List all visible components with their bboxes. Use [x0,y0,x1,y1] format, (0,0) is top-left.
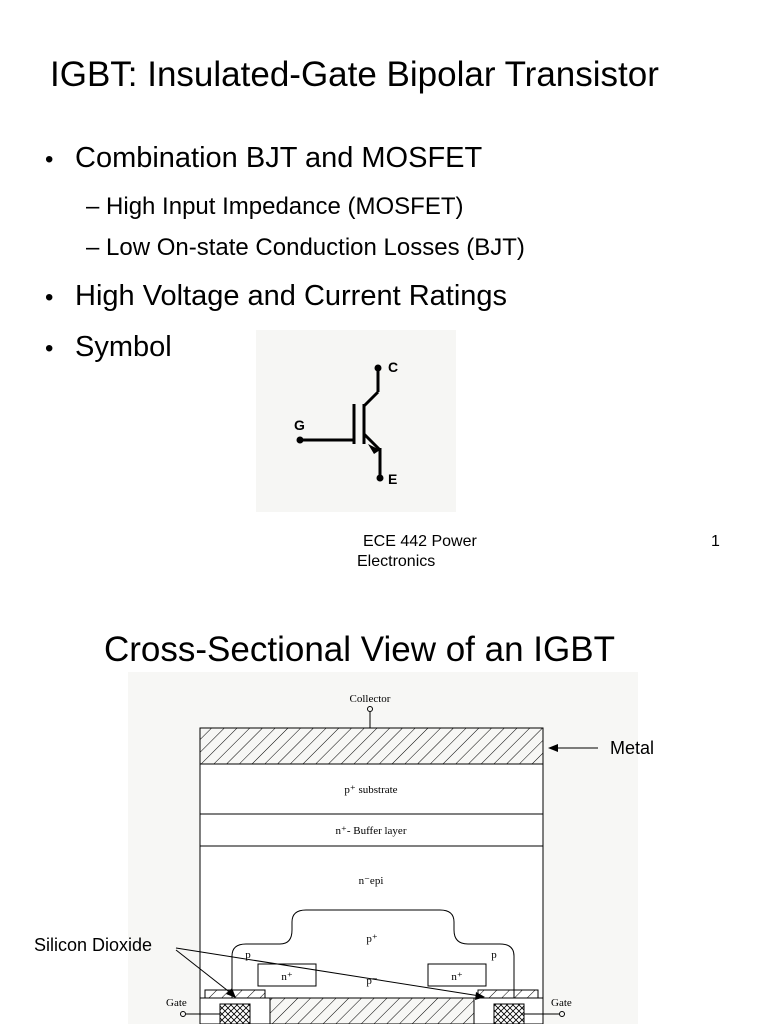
emitter-diagonal [362,432,382,452]
bullet-ratings: • High Voltage and Current Ratings [45,280,507,313]
p-right-label: p [491,949,497,961]
sio2-callout-arrow-1 [226,988,236,998]
metal-callout-arrow [548,744,558,752]
footer-course-line2: Electronics [357,553,436,570]
igbt-symbol: C G E [256,330,456,512]
sio2-callout-line-1 [175,949,233,995]
p-minus-label: p⁻ [366,975,378,987]
dash: – [86,193,100,220]
footer-course-line1: ECE 442 Power [363,533,477,550]
gate-terminal [296,436,304,444]
n-plus-right-region [427,963,487,987]
slide2-title: Cross-Sectional View of an IGBT [104,630,615,669]
bullet-text: Symbol [75,331,172,363]
gate-electrode-left [219,1003,251,1024]
emitter-terminal [376,474,384,482]
n-plus-left-region [257,963,317,987]
collector-diagonal [362,390,380,408]
footer-page-number: 1 [711,533,720,550]
sub-bullet-text: High Input Impedance (MOSFET) [106,193,464,220]
symbol-background [256,330,456,512]
bullet-dot: • [45,284,54,311]
emitter-metal [269,997,475,1024]
footer-course: ECE 442 Power Electronics [357,532,477,572]
p-substrate-label: p⁺ substrate [344,784,397,796]
sio2-callout-line-2 [175,947,481,997]
collector-terminal [374,364,382,372]
n-plus-right-label: n⁺ [451,971,463,983]
bullet-symbol: • Symbol [45,331,172,364]
bullet-text: Combination BJT and MOSFET [75,142,483,174]
oxide-right-top [477,989,539,999]
p-well-boundary [231,909,515,998]
gate-label: G [294,417,305,433]
n-buffer-label: n⁺- Buffer layer [336,825,407,837]
metal-label: Metal [610,738,654,758]
silicon-dioxide-label: Silicon Dioxide [34,935,152,955]
sio2-callout-arrow-2 [475,992,485,1000]
emitter-label: E [388,471,397,487]
dash: – [86,234,100,261]
gate-right-terminal [559,1011,565,1017]
bullet-text: High Voltage and Current Ratings [75,280,508,312]
emitter-arrow [368,444,380,454]
gate-left-label: Gate [166,997,187,1009]
sub-bullet-losses: – Low On-state Conduction Losses (BJT) [86,234,525,262]
n-plus-left-label: n⁺ [281,971,293,983]
igbt-cross-section: Collector p⁺ substrate n⁺- Buffer layer … [34,672,654,1024]
bullet-dot: • [45,335,54,362]
metal-layer [199,727,544,765]
oxide-left-top [204,989,266,999]
gate-left-terminal [180,1011,186,1017]
p-plus-label: p⁺ [366,933,378,945]
collector-terminal [367,706,373,712]
collector-label: Collector [350,693,391,705]
gate-electrode-right [493,1003,525,1024]
slide1-title: IGBT: Insulated-Gate Bipolar Transistor [50,55,659,94]
sub-bullet-impedance: – High Input Impedance (MOSFET) [86,193,464,221]
collector-label: C [388,359,398,375]
bullet-dot: • [45,146,54,173]
bullet-combination: • Combination BJT and MOSFET [45,142,482,175]
sub-bullet-text: Low On-state Conduction Losses (BJT) [106,234,525,261]
gate-right-label: Gate [551,997,572,1009]
n-epi-label: n⁻epi [359,875,384,887]
p-left-label: p [245,949,251,961]
